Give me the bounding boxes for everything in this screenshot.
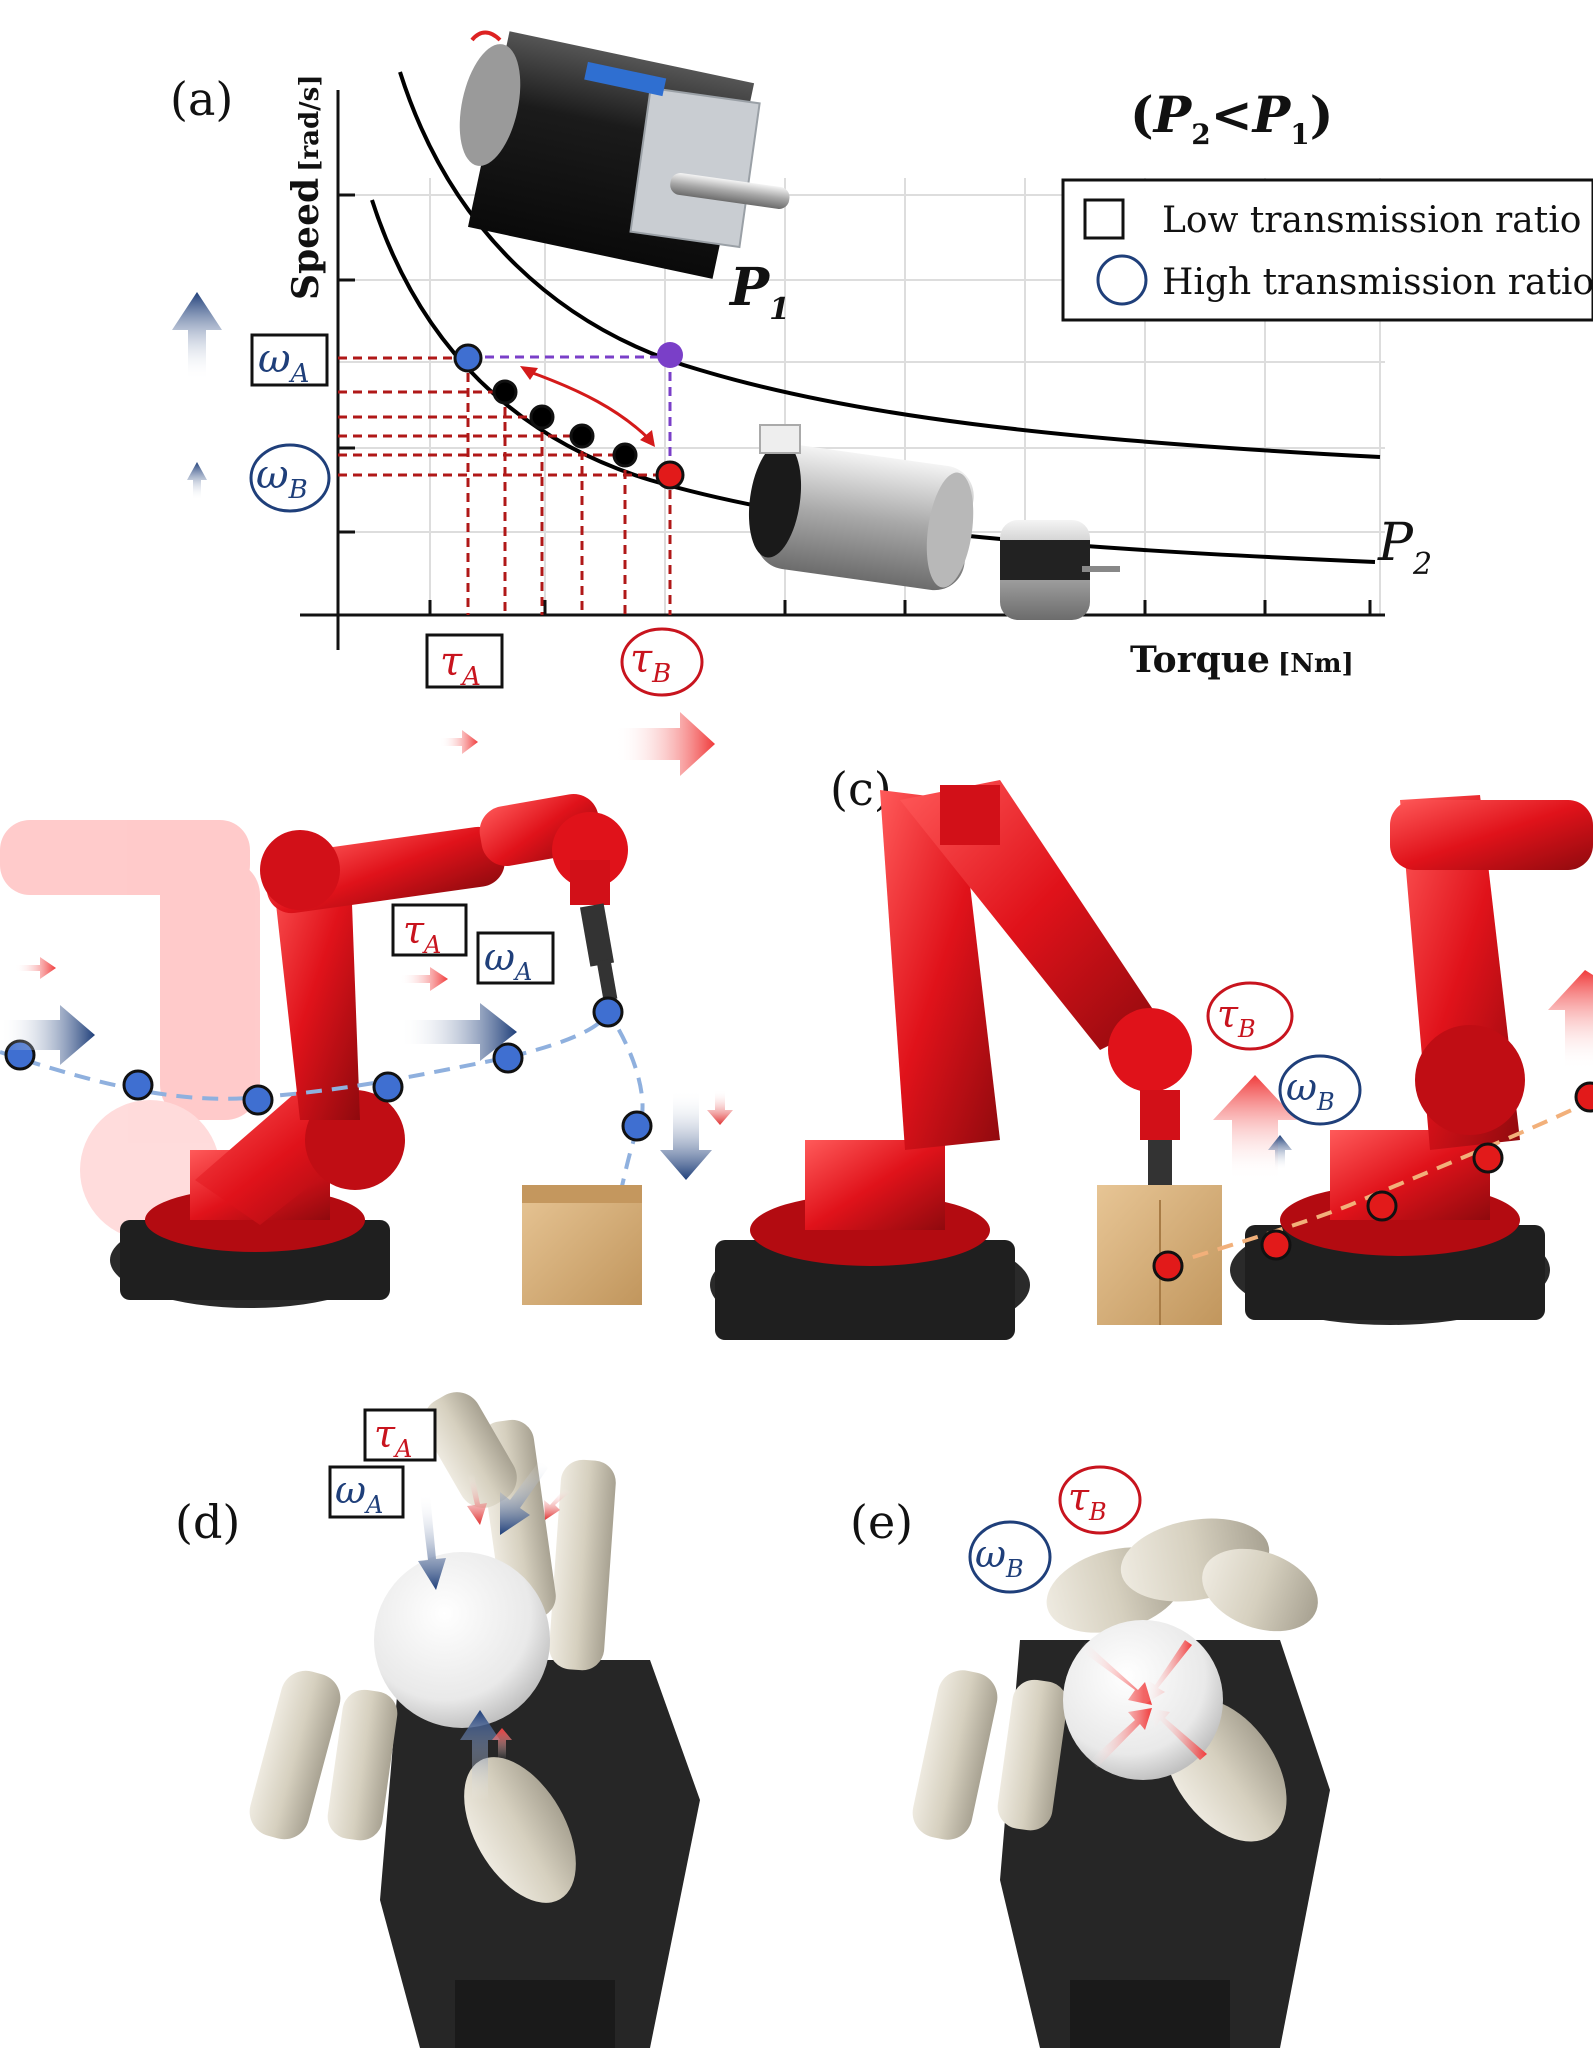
legend-circle-icon — [1096, 254, 1148, 306]
omega-b-label-e: ωB — [975, 1532, 1024, 1583]
dc-motor-small-icon — [748, 424, 1120, 620]
operating-shift-arrow — [529, 370, 652, 442]
panel-c: (c) — [710, 762, 1593, 1340]
point-a-high — [453, 343, 483, 373]
speed-arrow-d-3 — [460, 1710, 500, 1800]
omega-a-box-b — [476, 931, 555, 985]
omega-b-label-c: ωB — [1286, 1065, 1335, 1116]
tau-b-label-c: τB — [1217, 992, 1256, 1043]
torque-arrow-b — [400, 967, 448, 991]
x-axis-label: Torque[Nm] — [1130, 639, 1354, 681]
torque-arrow-c-right — [1548, 970, 1593, 1070]
robotic-hand-e-icon — [912, 1518, 1330, 2048]
legend-high-ratio: High transmission ratio — [1162, 262, 1593, 303]
omega-a-box — [250, 333, 329, 387]
torque-small-arrow — [440, 730, 478, 754]
panel-a: (a) — [170, 30, 1593, 776]
power-projection — [470, 355, 672, 472]
torque-large-arrow — [615, 712, 715, 776]
tau-a-box — [425, 633, 504, 689]
tau-a-label-d: τA — [374, 1412, 412, 1463]
power-condition-label: (P2<P1) — [1130, 85, 1333, 151]
omega-b-circle — [249, 443, 331, 513]
tau-b-label-e: τB — [1068, 1475, 1107, 1526]
tau-b-label: τB — [630, 636, 671, 689]
legend-square-icon — [1083, 198, 1125, 240]
panel-b-robot-scene: τA ωA — [0, 793, 733, 1308]
robot-arm-c-right-icon — [1230, 795, 1593, 1325]
operating-points — [453, 342, 685, 490]
dc-motor-large-icon — [459, 30, 790, 279]
curve-p2 — [370, 199, 1376, 564]
tau-b-circle — [620, 627, 704, 697]
speed-arrow-b — [400, 1003, 517, 1061]
speed-arrow-d-1 — [418, 1494, 446, 1590]
point-b-low — [655, 460, 685, 490]
speed-arrow-b-left — [0, 1005, 95, 1065]
curve-p2-label: P2 — [1377, 513, 1432, 582]
y-axis-label: Speed[rad/s] — [285, 74, 327, 300]
robot-arm-icon — [110, 793, 628, 1308]
speed-arrow-b-down — [660, 1090, 712, 1180]
curve-p1-label: P1 — [728, 257, 790, 327]
panel-label-d: (d) — [175, 1495, 240, 1549]
panel-e: (e) τB ωB — [850, 1465, 1330, 2048]
omega-a-label-b: ωA — [484, 935, 532, 986]
robot-arm-c-icon — [710, 780, 1192, 1340]
omega-b-circle-e — [968, 1520, 1052, 1594]
point-p1 — [657, 342, 683, 368]
panel-label-e: (e) — [850, 1495, 913, 1549]
omega-a-label-d: ωA — [335, 1468, 383, 1519]
tau-a-label-b: τA — [403, 908, 441, 959]
speed-up-small-arrow — [187, 462, 207, 500]
tau-b-circle-c — [1206, 981, 1294, 1051]
robotic-hand-icon — [249, 1392, 700, 2048]
speed-arrow-d-2 — [500, 1460, 548, 1535]
speed-arrow-c — [1268, 1135, 1292, 1170]
tau-a-label: τA — [440, 639, 481, 692]
omega-a-label: ωA — [258, 336, 309, 389]
omega-b-label: ωB — [256, 452, 308, 505]
speed-up-large-arrow — [172, 292, 222, 380]
tau-a-box-b — [391, 903, 468, 957]
cardboard-box-icon — [522, 1185, 642, 1305]
omega-b-circle-c — [1278, 1054, 1362, 1126]
projection-lines — [338, 356, 672, 615]
panel-label-a: (a) — [170, 72, 233, 126]
grip-force-arrows — [1080, 1640, 1207, 1768]
legend-low-ratio: Low transmission ratio — [1162, 200, 1581, 241]
panel-d: (d) τA ωA — [175, 1392, 700, 2048]
trajectory-points-b — [1152, 1081, 1593, 1282]
omega-a-box-d — [328, 1465, 405, 1519]
golf-ball-icon — [374, 1552, 550, 1728]
tau-b-circle-e — [1058, 1465, 1142, 1535]
graph-legend: Low transmission ratio High transmission… — [1061, 178, 1593, 322]
tau-a-box-d — [363, 1408, 437, 1462]
